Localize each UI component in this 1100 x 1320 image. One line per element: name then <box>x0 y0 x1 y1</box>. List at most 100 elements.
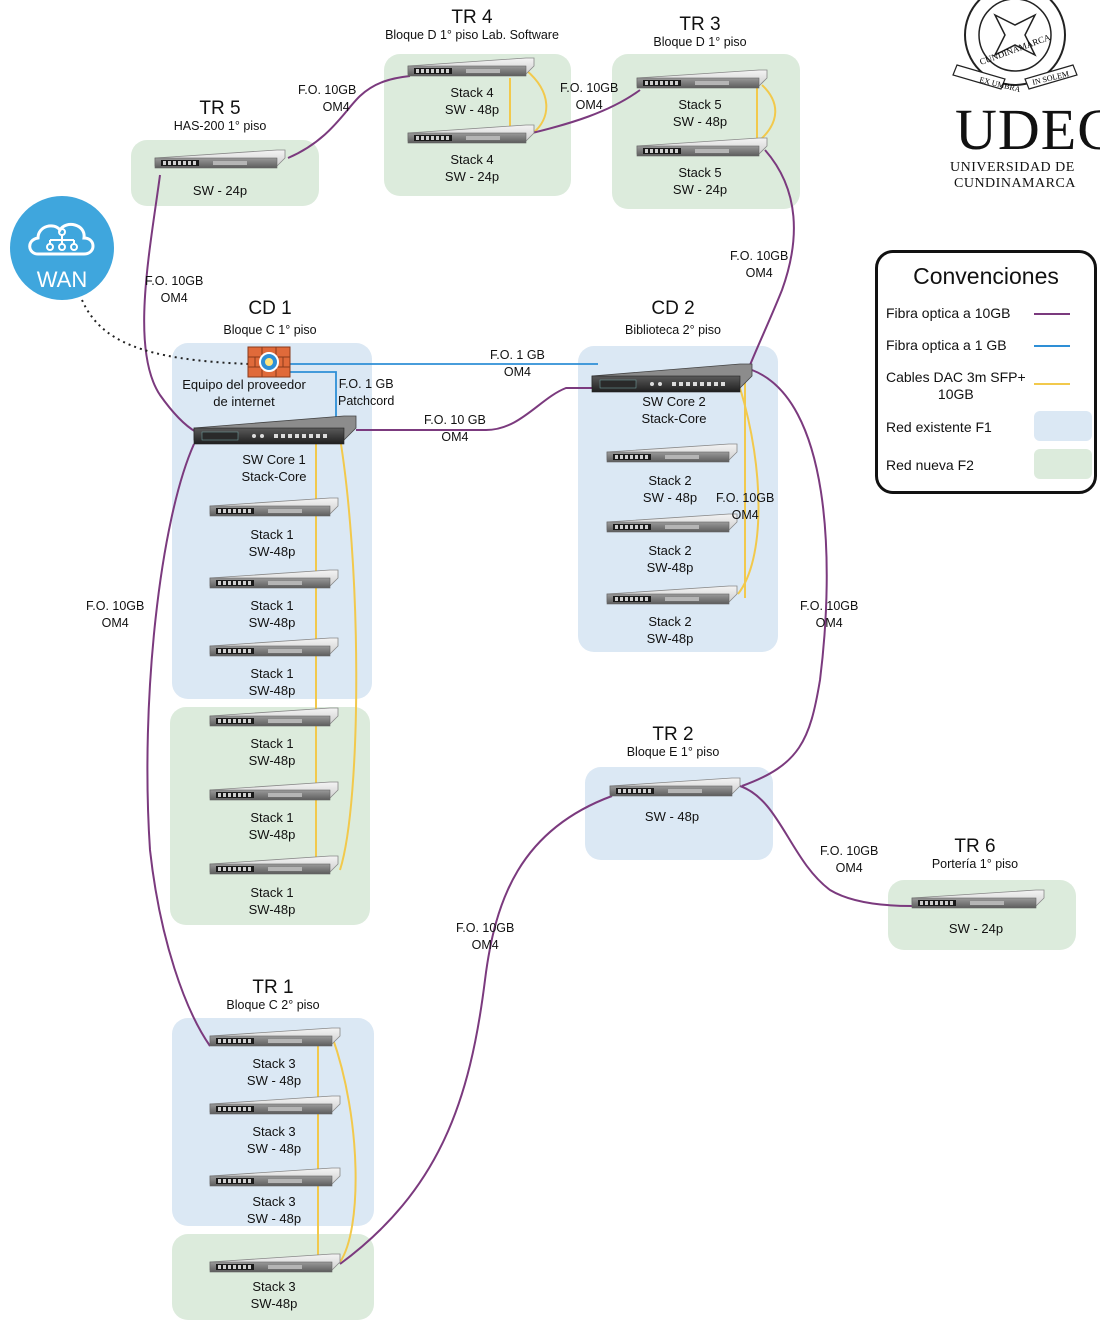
isp-line-1: Equipo del proveedor <box>182 377 306 392</box>
switch-model: SW - 48p <box>246 1211 302 1226</box>
site-location: Bloque C 2° piso <box>226 998 320 1012</box>
switch-stack: Stack 3 <box>252 1279 296 1294</box>
switch-model: SW-48p <box>250 1296 298 1311</box>
switch-icon <box>209 569 339 589</box>
cable-spec: OM4 <box>322 100 350 114</box>
fiber-10g-tr2-tr6 <box>739 785 913 907</box>
switch-model: Stack-Core <box>241 469 307 484</box>
dac-cable-tr1-loop <box>331 1035 357 1263</box>
site-name: TR 1 <box>252 977 294 998</box>
switch-stack: Stack 4 <box>450 152 494 167</box>
legend-fiber-10g-swatch <box>1034 313 1070 315</box>
fiber-10g-tr3-cd2 <box>747 149 795 371</box>
switch-stack: Stack 1 <box>250 885 294 900</box>
isp-equipment-label: Equipo del proveedor de internet <box>174 376 314 410</box>
switch-icon <box>154 149 286 169</box>
cable-type: F.O. 10GB <box>716 491 775 505</box>
isp-line-2: de internet <box>213 394 275 409</box>
site-name: CD 1 <box>248 298 292 319</box>
fiber-10g-tr5-cd1 <box>143 174 197 433</box>
legend-title: Convenciones <box>913 263 1059 289</box>
site-location: HAS-200 1° piso <box>173 119 267 133</box>
site-name: TR 5 <box>199 98 241 119</box>
udec-wordmark: UDEC <box>955 97 1100 162</box>
switch-model: SW - 48p <box>644 809 700 824</box>
fiber-10g-cd1-tr1 <box>146 443 211 1047</box>
site-title-tr1: TR 1 Bloque C 2° piso <box>203 978 343 1013</box>
site-location: Bloque C 1° piso <box>223 323 317 337</box>
site-location: Biblioteca 2° piso <box>624 323 722 337</box>
switch-model: Stack-Core <box>641 411 707 426</box>
core-switch-icon <box>591 363 753 393</box>
cable-type: F.O. 10GB <box>800 599 859 613</box>
switch-icon <box>606 585 738 605</box>
zone-tr5 <box>131 140 319 206</box>
cable-type: F.O. 10GB <box>456 921 515 935</box>
site-title-cd2: CD 2 Biblioteca 2° piso <box>600 299 746 338</box>
cable-type: F.O. 10 GB <box>424 413 486 427</box>
legend-new-label: Red nueva F2 <box>886 457 974 473</box>
switch-stack: Stack 1 <box>250 666 294 681</box>
legend-dac-label: Cables DAC 3m SFP+10GB <box>886 369 1026 403</box>
site-title-cd1: CD 1 Bloque C 1° piso <box>200 299 340 338</box>
site-location: Portería 1° piso <box>931 857 1019 871</box>
switch-model: SW-48p <box>646 631 694 646</box>
site-name: TR 3 <box>679 14 721 35</box>
legend-dac-line-2: 10GB <box>937 386 974 402</box>
cable-type: F.O. 10GB <box>820 844 879 858</box>
university-name-line-1: UNIVERSIDAD DE <box>950 160 1075 175</box>
switch-icon <box>609 777 741 797</box>
switch-icon <box>636 69 768 89</box>
zone-cd1-new <box>170 707 370 925</box>
switch-label-tr1-4: Stack 3 SW-48p <box>226 1278 322 1312</box>
site-name: TR 6 <box>954 836 996 857</box>
legend-fiber-1g-swatch <box>1034 345 1070 347</box>
switch-icon <box>606 443 738 463</box>
cable-label-cd2-tr2: F.O. 10GB OM4 <box>800 598 858 632</box>
legend-fiber-10g-label: Fibra optica a 10GB <box>886 305 1011 321</box>
cable-spec: OM4 <box>503 365 531 379</box>
legend-panel: Convenciones Fibra optica a 10GB Fibra o… <box>875 250 1097 494</box>
switch-icon <box>209 637 339 657</box>
legend-fiber-1g-label: Fibra optica a 1 GB <box>886 337 1007 353</box>
site-name: CD 2 <box>651 298 695 319</box>
switch-stack: Stack 1 <box>250 598 294 613</box>
site-title-tr6: TR 6 Portería 1° piso <box>910 837 1040 872</box>
legend-dac-line-1: Cables DAC 3m SFP+ <box>886 369 1026 385</box>
dac-cable-cd1-loop <box>337 425 358 871</box>
switch-model: SW-48p <box>248 544 296 559</box>
switch-icon <box>209 1253 341 1273</box>
site-title-tr4: TR 4 Bloque D 1° piso Lab. Software <box>372 8 572 43</box>
wan-cloud-icon <box>10 196 114 300</box>
switch-label-tr6: SW - 24p <box>928 920 1024 937</box>
cable-spec: OM4 <box>815 616 843 630</box>
switch-label-core1: SW Core 1 Stack-Core <box>226 451 322 485</box>
switch-model: SW - 24p <box>672 182 728 197</box>
site-location: Bloque D 1° piso Lab. Software <box>385 28 559 42</box>
switch-model: SW - 48p <box>444 102 500 117</box>
cable-type: F.O. 10GB <box>560 81 619 95</box>
switch-icon <box>209 1095 341 1115</box>
site-name: TR 4 <box>451 7 493 28</box>
legend-new-swatch <box>1034 449 1092 479</box>
site-location: Bloque D 1° piso <box>653 35 747 49</box>
switch-stack: SW Core 1 <box>242 452 306 467</box>
switch-stack: Stack 2 <box>648 614 692 629</box>
zone-tr1-new <box>172 1234 374 1320</box>
cable-type: F.O. 10GB <box>145 274 204 288</box>
switch-label-cd2-3: Stack 2 SW-48p <box>622 613 718 647</box>
fiber-10g-tr2-tr1 <box>339 795 613 1265</box>
